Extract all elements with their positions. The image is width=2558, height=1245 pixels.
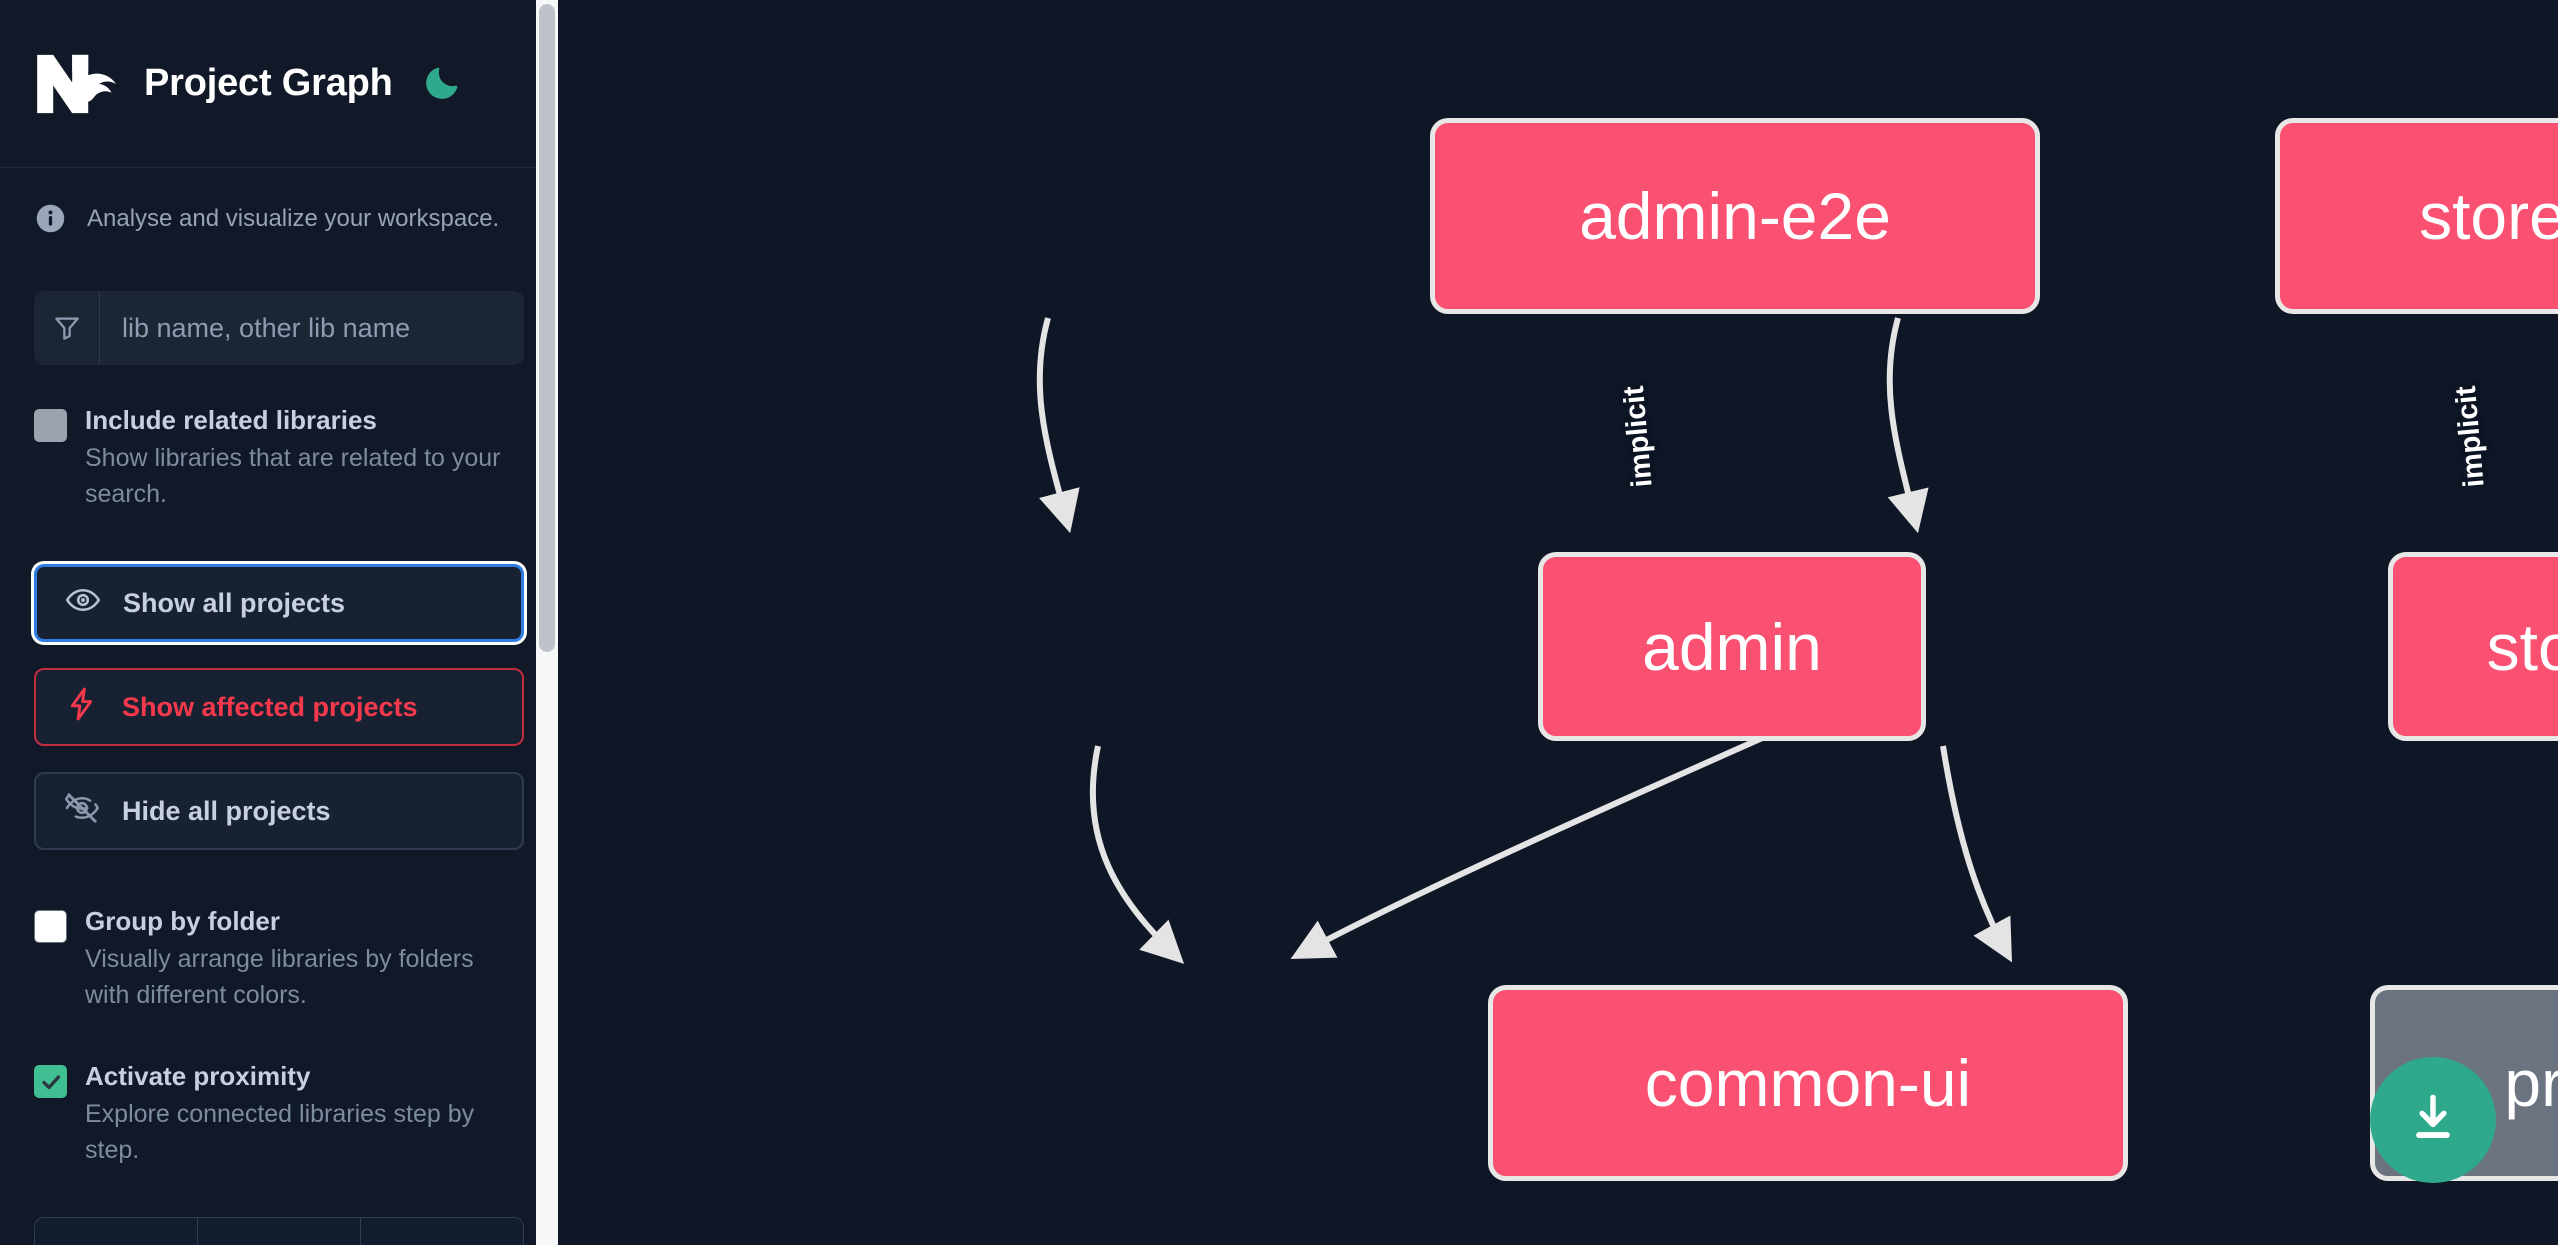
hide-all-projects-label: Hide all projects [122,795,331,826]
proximity-stepper-increase[interactable] [361,1218,523,1245]
download-graph-button[interactable] [2370,1057,2496,1183]
checkbox-description-include-related-libraries: Show libraries that are related to your … [85,444,501,508]
checkbox-group-include-related: Include related libraries Show libraries… [0,403,558,512]
checkbox-label-activate-proximity: Activate proximity [85,1061,311,1092]
graph-node-label-store-e2e: store-e2e [2419,179,2558,253]
sidebar-header: Project Graph [0,0,558,168]
checkbox-label-group-by-folder: Group by folder [85,906,280,937]
nx-logo-icon [34,49,122,119]
proximity-stepper-group[interactable] [34,1217,524,1245]
search-filter-box[interactable] [34,291,524,365]
search-input[interactable] [100,291,524,365]
info-text: Analyse and visualize your workspace. [87,204,500,232]
checkbox-row-group-by-folder[interactable]: Group by folder Visually arrange librari… [34,904,524,1013]
checkbox-group-by-folder[interactable] [34,910,67,944]
moon-icon[interactable] [419,62,463,106]
edge-admin-to-common-ui [1089,745,1185,964]
checkbox-description-group-by-folder: Visually arrange libraries by folders wi… [85,945,474,1009]
funnel-filter-icon [34,291,100,365]
graph-node-label-common-ui: common-ui [1644,1046,1972,1120]
sidebar-scrollbar-thumb[interactable] [539,4,555,652]
sidebar: Project Graph Analyse and visualize your… [0,0,558,1245]
show-all-projects-button[interactable]: Show all projects [34,564,524,643]
checkbox-row-activate-proximity[interactable]: Activate proximity Explore connected lib… [34,1059,524,1168]
graph-node-store[interactable]: store [2388,552,2558,741]
sidebar-scrollbar-track[interactable] [536,0,558,1245]
eye-off-icon [64,790,100,833]
checkbox-row-include-related-libraries[interactable]: Include related libraries Show libraries… [34,403,524,512]
graph-node-common-ui[interactable]: common-ui [1488,985,2128,1181]
proximity-stepper-value[interactable] [198,1218,361,1245]
eye-icon [65,582,101,625]
show-all-projects-label: Show all projects [123,587,346,618]
proximity-stepper-decrease[interactable] [35,1218,198,1245]
graph-node-label-admin: admin [1642,609,1822,684]
info-banner: Analyse and visualize your workspace. [0,168,558,235]
checkbox-label-include-related-libraries: Include related libraries [85,405,377,435]
download-icon [2402,1087,2464,1154]
graph-node-label-store: store [2486,609,2558,684]
checkbox-activate-proximity[interactable] [34,1065,67,1099]
hide-all-projects-button[interactable]: Hide all projects [34,772,524,851]
checkbox-group-activate-proximity: Activate proximity Explore connected lib… [0,1059,558,1168]
graph-node-store-e2e[interactable]: store-e2e [2275,118,2558,314]
info-circle-icon [34,202,67,235]
page-title: Project Graph [144,62,393,104]
checkbox-description-activate-proximity: Explore connected libraries step by step… [85,1100,475,1164]
edge-admin-e2e-to-admin [1036,317,1080,534]
graph-canvas[interactable]: admin-e2e store-e2e admin store common-u… [558,0,2558,1245]
show-affected-projects-button[interactable]: Show affected projects [34,668,524,747]
project-visibility-buttons: Show all projects Show affected projects [0,564,558,851]
graph-node-admin-e2e[interactable]: admin-e2e [1430,118,2040,314]
graph-node-label-products: products [2504,1046,2558,1120]
graph-node-label-admin-e2e: admin-e2e [1579,179,1891,253]
lightning-bolt-icon [64,686,100,729]
checkbox-group-group-by-folder: Group by folder Visually arrange librari… [0,904,558,1013]
edge-store-to-products [1940,745,2013,963]
edge-store-e2e-to-store [1886,317,1929,534]
checkbox-include-related-libraries[interactable] [34,409,67,442]
graph-node-admin[interactable]: admin [1538,552,1926,741]
show-affected-projects-label: Show affected projects [122,691,418,722]
